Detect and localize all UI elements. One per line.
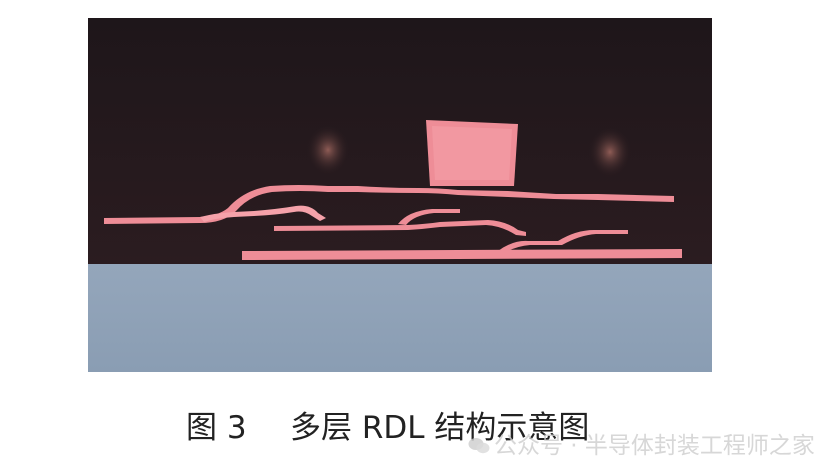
figure-title: 多层 RDL 结构示意图	[290, 410, 590, 446]
rdl-cross-section-figure	[88, 18, 712, 372]
rdl-middle-step	[398, 209, 460, 225]
watermark-text: 公众号 · 半导体封装工程师之家	[494, 433, 815, 459]
pad-glow-right	[588, 126, 632, 178]
watermark: 公众号 · 半导体封装工程师之家	[468, 432, 815, 460]
rdl-bottom-via	[498, 230, 628, 251]
figure-caption: 图 3 多层 RDL 结构示意图	[0, 408, 828, 448]
rdl-cross-section-image	[88, 18, 712, 372]
figure-number: 图 3	[186, 410, 247, 446]
rdl-layer-middle	[274, 220, 526, 236]
rdl-layer-bottom	[242, 249, 682, 260]
pad-glow-left	[306, 124, 350, 176]
substrate-layer	[88, 264, 712, 372]
rdl-layer-top	[104, 185, 674, 224]
rdl-top-step	[200, 205, 326, 222]
wechat-icon	[468, 434, 490, 454]
bump-pad-highlight	[432, 126, 512, 180]
